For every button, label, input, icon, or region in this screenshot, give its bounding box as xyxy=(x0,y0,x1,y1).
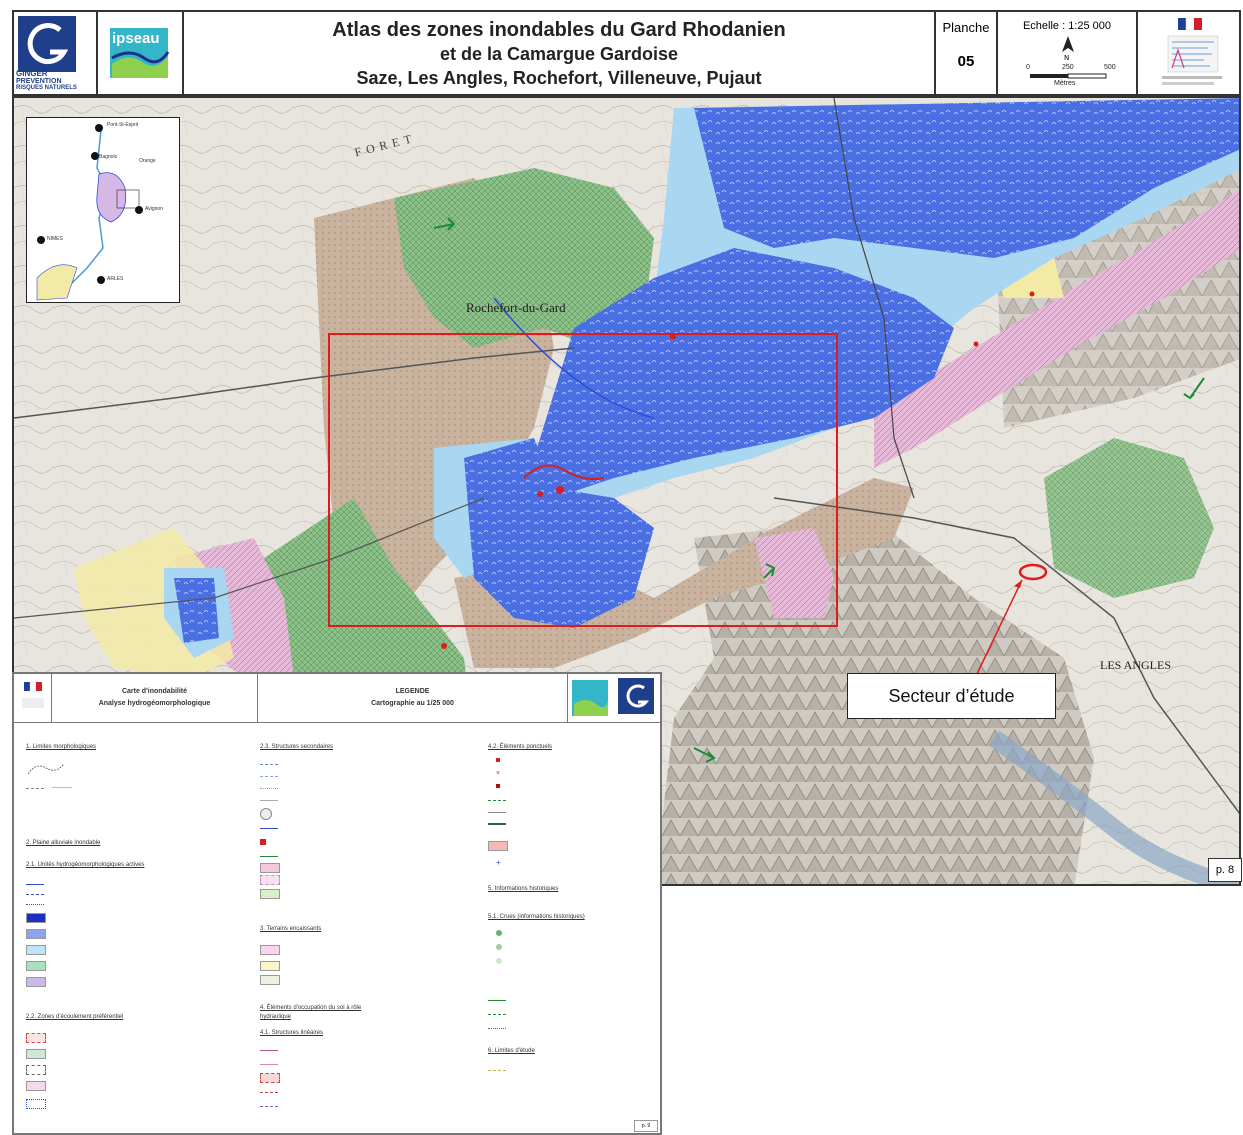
green-zone-north xyxy=(394,168,654,348)
planche-block: Planche 05 xyxy=(936,12,998,94)
label-les-angles: LES ANGLES xyxy=(1100,658,1172,672)
scale-tick-500: 500 xyxy=(1104,64,1116,71)
legend-section-1-2: 2. Plaine alluviale inondable xyxy=(26,840,101,846)
road-west xyxy=(14,347,575,419)
flow-arrow-icon xyxy=(433,217,1205,763)
road-east xyxy=(773,497,1239,814)
legend-title-mid-1: LEGENDE xyxy=(395,688,430,695)
page-number: p. 8 xyxy=(1208,858,1242,882)
prefecture-logo xyxy=(1138,12,1243,94)
scale-unit: Mètres xyxy=(1054,80,1076,87)
map-header: GINGER PREVENTION RISQUES NATURELS ipsea… xyxy=(12,10,1241,96)
map-canvas xyxy=(14,98,1239,884)
legend-section-1-4: 2.2. Zones d'écoulement préférentiel xyxy=(26,1014,124,1020)
map-title-line2: et de la Camargue Gardoise xyxy=(439,44,679,64)
locator-canvas xyxy=(36,124,143,301)
ginger-logo-sub1: PREVENTION xyxy=(16,78,62,85)
scale-tick-250: 250 xyxy=(1062,64,1074,71)
scale-bar: N xyxy=(1030,36,1107,79)
pink-zone-south xyxy=(754,528,834,618)
ipseau-logo: ipseau xyxy=(98,12,184,94)
flood-spread-line xyxy=(523,464,605,480)
rhone-river xyxy=(988,730,1239,884)
legend-swatch-flood-light xyxy=(26,944,54,956)
inset-town-6: ARLES xyxy=(107,276,124,282)
planche-label: Planche xyxy=(942,20,990,35)
inset-town-3: Orange xyxy=(139,158,156,164)
dark-blue-flood-zone-central xyxy=(534,248,954,498)
green-zone-east xyxy=(1044,438,1214,598)
ginger-logo-icon xyxy=(18,16,76,72)
legend-section-2-4: 4.1. Structures linéaires xyxy=(260,1030,324,1036)
inset-town-1: Pont-St-Esprit xyxy=(107,122,139,128)
legend-section-2-2: 3. Terrains encaissants xyxy=(260,926,322,932)
legend-section-2-1: 2.3. Structures secondaires xyxy=(260,744,334,750)
scale-tick-0: 0 xyxy=(1026,64,1030,71)
study-site-pointer xyxy=(975,579,1023,677)
ipseau-logo-text: ipseau xyxy=(112,30,160,47)
legend-swatch-flood-dark xyxy=(26,912,54,924)
locator-inset-map: Pont-St-Esprit Bagnols Orange Avignon NI… xyxy=(26,117,180,303)
dark-blue-flood-zone-north xyxy=(694,98,1239,258)
svg-text:N: N xyxy=(1064,54,1069,62)
legend-section-2-3: 4. Éléments d'occupation du sol à rôle h… xyxy=(260,1005,362,1020)
legend-section-3-3: 5.1. Crues (informations historiques) xyxy=(488,914,585,920)
legend-symbol-limits xyxy=(27,763,65,775)
legend-section-3-4: 6. Limites d'étude xyxy=(488,1048,535,1054)
ipseau-logo-icon xyxy=(110,28,170,78)
label-rochefort: Rochefort-du-Gard xyxy=(466,300,566,315)
inset-town-2: Bagnols xyxy=(99,154,118,160)
title-block: Atlas des zones inondables du Gard Rhoda… xyxy=(184,12,936,94)
scale-block: Echelle : 1:25 000 N 0 250 500 Mètres xyxy=(998,12,1138,94)
ginger-logo-text: GINGER xyxy=(16,69,48,78)
legend-header: Carte d'inondabilité Analyse hydrogéomor… xyxy=(14,674,660,723)
dark-blue-flood-zone-west xyxy=(464,438,654,628)
locator-study-area xyxy=(96,172,127,223)
legend-swatch-purple xyxy=(26,976,54,988)
legend-page-number: p. 9 xyxy=(634,1120,658,1132)
legend-sheet: Carte d'inondabilité Analyse hydrogéomor… xyxy=(12,672,662,1135)
study-site-marker xyxy=(1018,563,1048,581)
legend-title-left-1: Carte d'inondabilité xyxy=(121,688,188,695)
stream-rochefort xyxy=(493,297,655,419)
legend-title-mid: LEGENDE Cartographie au 1/25 000 xyxy=(258,674,568,722)
historical-flood-markers xyxy=(441,291,1035,649)
legend-flag-cell xyxy=(14,674,52,722)
republic-flag-icon xyxy=(1162,17,1222,85)
road-south-west xyxy=(14,497,485,619)
legend-section-1-1: 1. Limites morphologiques xyxy=(26,744,97,750)
planche-number: 05 xyxy=(957,53,975,70)
inset-town-5: NIMES xyxy=(47,236,63,242)
legend-title-mid-2: Cartographie au 1/25 000 xyxy=(371,700,454,707)
legend-title-left: Carte d'inondabilité Analyse hydrogéomor… xyxy=(52,674,258,722)
legend-swatch-flood-mid xyxy=(26,928,54,940)
legend-swatch-green xyxy=(26,960,54,972)
dark-blue-flood-zone-far-west xyxy=(174,578,219,643)
map-title-line1: Atlas des zones inondables du Gard Rhoda… xyxy=(332,19,786,41)
pink-zone-band xyxy=(874,190,1239,468)
ginger-logo-sub2: RISQUES NATURELS xyxy=(16,85,77,91)
study-sector-label: Secteur d’étude xyxy=(847,673,1056,719)
legend-logos xyxy=(568,674,660,722)
legend-section-1-3: 2.1. Unités hydrogéomorphologiques activ… xyxy=(26,862,145,868)
road-north-south xyxy=(833,98,915,499)
scale-label: Echelle : 1:25 000 xyxy=(1022,20,1112,32)
legend-logos-icon xyxy=(572,678,654,716)
republic-flag-icon xyxy=(22,681,44,708)
inset-town-4: Avignon xyxy=(145,206,163,212)
ginger-logo: GINGER PREVENTION RISQUES NATURELS xyxy=(14,12,98,94)
legend-section-3-2: 5. Informations historiques xyxy=(488,886,559,892)
map-title-line3: Saze, Les Angles, Rochefort, Villeneuve,… xyxy=(356,68,762,88)
study-area-frame xyxy=(328,333,838,627)
north-arrow-icon: N xyxy=(1062,36,1074,62)
legend-title-left-2: Analyse hydrogéomorphologique xyxy=(98,700,211,707)
legend-section-3-1: 4.2. Éléments ponctuels xyxy=(488,744,553,750)
